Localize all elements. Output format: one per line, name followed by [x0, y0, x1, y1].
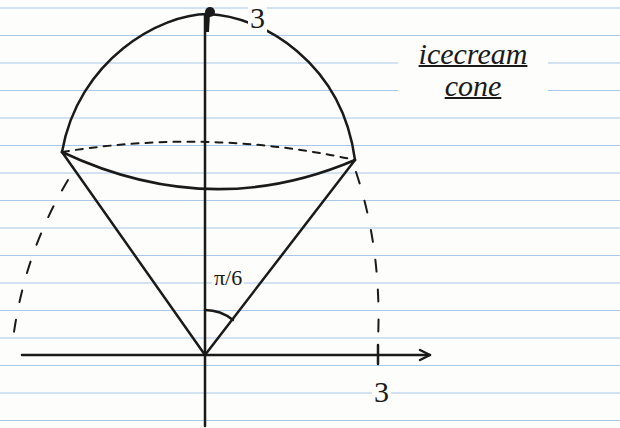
axis-arrowhead [420, 350, 430, 360]
ruled-line [0, 310, 620, 311]
angle-label: π/6 [212, 266, 244, 289]
top-point-mark [207, 14, 208, 32]
sphere-cap [62, 14, 355, 160]
title-note: icecream cone [398, 38, 548, 101]
ruled-line [0, 7, 620, 8]
ruled-line [0, 282, 620, 283]
z-axis [204, 14, 207, 426]
ruled-line [0, 145, 620, 146]
cone-side [205, 160, 355, 355]
ruled-line [0, 200, 620, 201]
ruled-lines [0, 8, 620, 421]
ruled-line [0, 337, 620, 338]
ruled-line [0, 392, 620, 393]
ruled-line [0, 227, 620, 228]
ruled-line [0, 172, 620, 173]
ruled-line [0, 365, 620, 366]
cone-side [62, 152, 205, 355]
axis-value-box: 3 [372, 376, 391, 408]
x-axis [22, 354, 430, 357]
ruled-line [0, 420, 620, 421]
rim-back [62, 142, 355, 160]
height-label-box: 3 [248, 2, 267, 34]
height-label: 3 [248, 2, 267, 34]
ruled-line [0, 117, 620, 118]
title-note-box: icecream cone [398, 38, 548, 101]
projection-line [14, 180, 68, 332]
projection-line [356, 172, 379, 340]
angle-label-box: π/6 [212, 266, 244, 289]
ruled-line [0, 255, 620, 256]
ruled-line [0, 35, 620, 36]
axis-tick [377, 345, 380, 364]
axis-value: 3 [372, 376, 391, 408]
rim-front [62, 152, 355, 189]
angle-arc [205, 310, 233, 320]
